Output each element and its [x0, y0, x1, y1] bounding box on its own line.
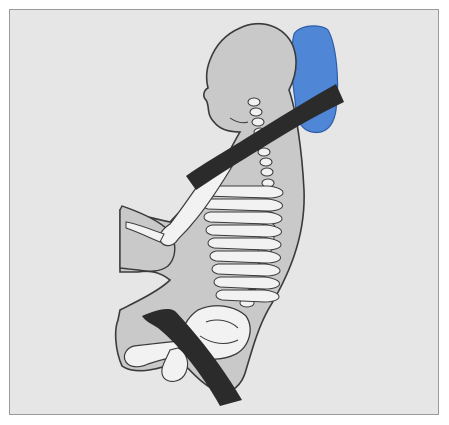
rib — [204, 212, 282, 224]
vertebra — [252, 118, 264, 126]
vertebra — [248, 98, 260, 106]
rib — [206, 225, 282, 237]
rib — [216, 290, 279, 302]
rib — [212, 264, 280, 276]
vertebra — [260, 158, 272, 166]
seatbelt-skeleton-illustration — [10, 10, 439, 415]
rib — [214, 277, 280, 289]
vertebra — [250, 108, 262, 116]
rib — [210, 251, 281, 263]
illustration-frame — [9, 9, 439, 415]
vertebra — [261, 168, 273, 176]
rib — [208, 238, 281, 250]
rib — [202, 199, 283, 211]
